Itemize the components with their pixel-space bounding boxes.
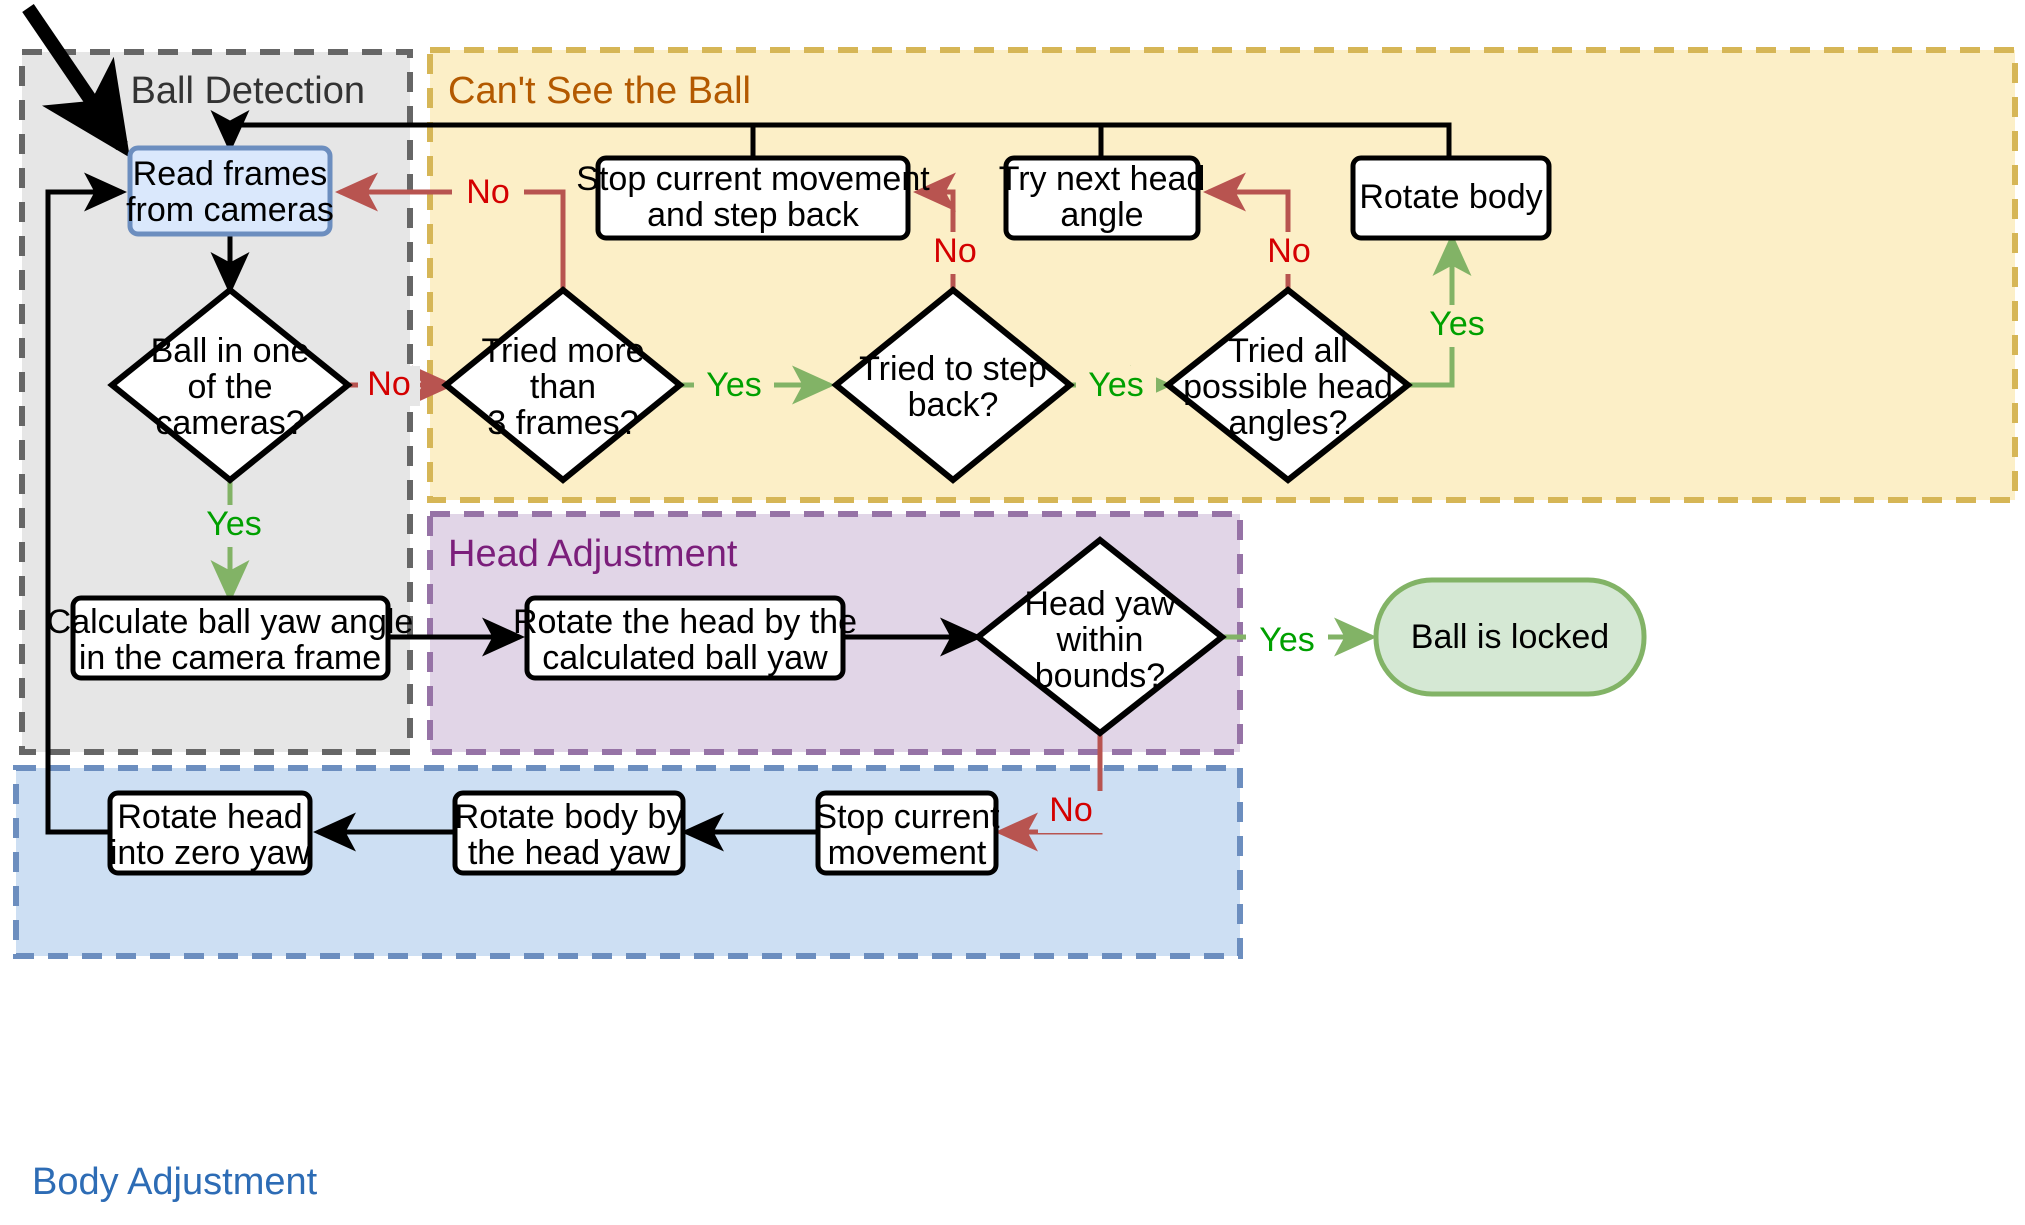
node-stop-current-movement[interactable]: Stop current movement [814,790,1000,876]
node-rotate-body-line-0: Rotate body [1359,178,1542,216]
node-calc-ball-yaw[interactable]: Calculate ball yaw angle in the camera f… [47,595,414,681]
svg-text:No: No [466,173,509,211]
edge-label-tried-all-angles-yes: Yes [1418,305,1496,347]
node-rotate-head-zero-yaw-line-0: Rotate head [117,798,302,836]
node-head-yaw-in-bounds-line-1: within [1056,621,1144,659]
node-tried-all-head-angles-line-2: angles? [1228,404,1347,442]
node-rotate-body-by-head-yaw-line-1: the head yaw [468,834,671,872]
node-tried-3-frames-line-2: 3 frames? [487,404,638,442]
svg-text:No: No [367,365,410,403]
node-tried-all-head-angles-line-0: Tried all [1228,332,1348,370]
svg-text:Yes: Yes [206,505,261,543]
node-stop-and-step-back-line-1: and step back [647,196,860,234]
edge-label-ball-in-camera-yes: Yes [196,505,272,547]
node-ball-in-camera-line-2: cameras? [155,404,304,442]
node-ball-in-camera-line-1: of the [187,368,272,406]
edge-label-ball-in-camera-no: No [358,365,420,406]
node-head-yaw-in-bounds[interactable]: Head yaw within bounds? [973,536,1227,737]
node-tried-step-back[interactable]: Tried to step back? [831,286,1075,484]
group-title-cant-see-ball: Can't See the Ball [448,70,751,112]
group-title-head-adjustment: Head Adjustment [448,533,738,575]
node-tried-3-frames-line-1: than [530,368,596,406]
node-try-next-head-angle-line-0: Try next head [999,160,1206,198]
node-rotate-body[interactable]: Rotate body [1350,155,1552,241]
node-rotate-body-by-head-yaw[interactable]: Rotate body by the head yaw [452,790,686,876]
edge-label-tried-all-angles-no: No [1256,232,1322,274]
node-stop-current-movement-line-1: movement [828,834,987,872]
node-rotate-head-by-yaw-line-0: Rotate the head by the [513,603,857,641]
edge-label-tried-step-back-no: No [922,232,988,274]
node-ball-in-camera-line-0: Ball in one [151,332,310,370]
svg-text:No: No [933,232,976,270]
edge-label-tried-step-back-yes: Yes [1076,366,1156,408]
node-stop-and-step-back-line-0: Stop current movement [576,160,930,198]
node-try-next-head-angle-line-1: angle [1060,196,1143,234]
edge-label-head-yaw-yes: Yes [1246,621,1328,663]
svg-text:No: No [1267,232,1310,270]
node-calc-ball-yaw-line-1: in the camera frame [79,639,381,677]
node-ball-is-locked[interactable]: Ball is locked [1373,577,1647,697]
node-tried-all-head-angles-line-1: possible head [1183,368,1393,406]
edge-triedallangles-yes [1408,232,1472,388]
node-read-frames[interactable]: Read frames from cameras [126,145,334,237]
node-stop-current-movement-line-0: Stop current [814,798,1000,836]
group-title-ball-detection: Ball Detection [131,70,365,112]
edge-tried3-no [334,172,566,290]
node-tried-3-frames[interactable]: Tried more than 3 frames? [441,286,685,484]
node-tried-step-back-line-1: back? [908,386,999,424]
svg-text:Yes: Yes [1259,621,1314,659]
node-stop-and-step-back[interactable]: Stop current movement and step back [576,155,930,241]
edge-top-feedback-bus [210,110,1452,158]
node-head-yaw-in-bounds-line-2: bounds? [1035,657,1165,695]
edge-label-tried-3-frames-yes: Yes [694,366,774,408]
node-ball-is-locked-line-0: Ball is locked [1411,618,1609,656]
svg-text:Yes: Yes [706,366,761,404]
group-region-cant-see-ball [427,47,2018,503]
node-tried-all-head-angles[interactable]: Tried all possible head angles? [1163,286,1413,484]
group-title-body-adjustment: Body Adjustment [32,1161,318,1203]
node-tried-3-frames-line-0: Tried more [481,332,644,370]
svg-text:Yes: Yes [1088,366,1143,404]
edge-external-entry [22,4,130,158]
node-rotate-body-by-head-yaw-line-0: Rotate body by [455,798,684,836]
node-rotate-head-by-yaw-line-1: calculated ball yaw [542,639,828,677]
edge-label-head-yaw-no: No [1038,791,1104,833]
edge-zeroyaw-to-readframes [45,172,128,835]
node-read-frames-line-0: Read frames [133,155,328,193]
node-rotate-head-zero-yaw[interactable]: Rotate head into zero yaw [107,790,313,876]
node-rotate-head-by-yaw[interactable]: Rotate the head by the calculated ball y… [513,595,857,681]
node-tried-step-back-line-0: Tried to step [859,350,1047,388]
node-rotate-head-zero-yaw-line-1: into zero yaw [110,834,311,872]
svg-text:No: No [1049,791,1092,829]
node-head-yaw-in-bounds-line-0: Head yaw [1024,585,1176,623]
edge-label-tried-3-frames-no: No [452,172,524,214]
node-ball-in-camera[interactable]: Ball in one of the cameras? [107,286,353,484]
node-read-frames-line-1: from cameras [126,191,334,229]
node-try-next-head-angle[interactable]: Try next head angle [999,155,1206,241]
node-calc-ball-yaw-line-0: Calculate ball yaw angle [47,603,414,641]
svg-text:Yes: Yes [1429,305,1484,343]
